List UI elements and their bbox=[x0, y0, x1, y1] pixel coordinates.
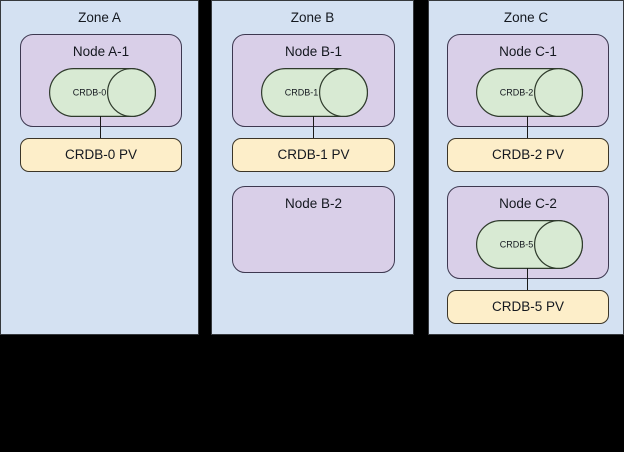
database-label-crdb-5: CRDB-5 bbox=[499, 239, 534, 249]
node-box-b-1[interactable]: Node B-1 CRDB-1 bbox=[232, 34, 395, 127]
database-cylinder-crdb-0[interactable]: CRDB-0 bbox=[49, 68, 156, 117]
zone-title-b: Zone B bbox=[290, 10, 335, 25]
connector-node-a-1-to-pv bbox=[100, 116, 101, 139]
connector-node-b-1-to-pv bbox=[313, 116, 314, 139]
zone-panel-b[interactable]: Zone B Node B-1 CRDB-1 CRDB-1 PV Node B-… bbox=[211, 0, 414, 335]
database-cylinder-crdb-1[interactable]: CRDB-1 bbox=[261, 68, 368, 117]
pv-box-crdb-5[interactable]: CRDB-5 PV bbox=[447, 290, 609, 324]
node-box-c-2[interactable]: Node C-2 CRDB-5 bbox=[447, 186, 609, 279]
zone-panel-c[interactable]: Zone C Node C-1 CRDB-2 CRDB-2 PV Node C-… bbox=[428, 0, 624, 335]
database-label-crdb-1: CRDB-1 bbox=[284, 87, 319, 97]
database-cylinder-crdb-2[interactable]: CRDB-2 bbox=[476, 68, 583, 117]
database-label-crdb-2: CRDB-2 bbox=[499, 87, 534, 97]
node-box-a-1[interactable]: Node A-1 CRDB-0 bbox=[20, 34, 182, 127]
node-title-b-2: Node B-2 bbox=[284, 196, 343, 211]
node-box-c-1[interactable]: Node C-1 CRDB-2 bbox=[447, 34, 609, 127]
pv-box-crdb-0[interactable]: CRDB-0 PV bbox=[20, 138, 182, 172]
node-title-b-1: Node B-1 bbox=[284, 44, 343, 59]
pv-label-crdb-5: CRDB-5 PV bbox=[491, 299, 564, 314]
pv-box-crdb-1[interactable]: CRDB-1 PV bbox=[232, 138, 395, 172]
database-cylinder-icon bbox=[476, 68, 583, 117]
pv-box-crdb-2[interactable]: CRDB-2 PV bbox=[447, 138, 609, 172]
zone-panel-a[interactable]: Zone A Node A-1 CRDB-0 CRDB-0 PV bbox=[0, 0, 199, 335]
connector-node-c-2-to-pv bbox=[527, 268, 528, 291]
database-cylinder-icon bbox=[49, 68, 156, 117]
connector-node-c-1-to-pv bbox=[527, 116, 528, 139]
node-box-b-2[interactable]: Node B-2 bbox=[232, 186, 395, 273]
zone-title-c: Zone C bbox=[503, 10, 549, 25]
database-label-crdb-0: CRDB-0 bbox=[72, 87, 107, 97]
pv-label-crdb-0: CRDB-0 PV bbox=[64, 147, 137, 162]
node-title-a-1: Node A-1 bbox=[72, 44, 130, 59]
database-cylinder-icon bbox=[476, 220, 583, 269]
database-cylinder-icon bbox=[261, 68, 368, 117]
pv-label-crdb-2: CRDB-2 PV bbox=[491, 147, 564, 162]
database-cylinder-crdb-5[interactable]: CRDB-5 bbox=[476, 220, 583, 269]
pv-label-crdb-1: CRDB-1 PV bbox=[277, 147, 350, 162]
node-title-c-2: Node C-2 bbox=[499, 196, 557, 211]
zone-title-a: Zone A bbox=[78, 10, 121, 25]
node-title-c-1: Node C-1 bbox=[499, 44, 557, 59]
